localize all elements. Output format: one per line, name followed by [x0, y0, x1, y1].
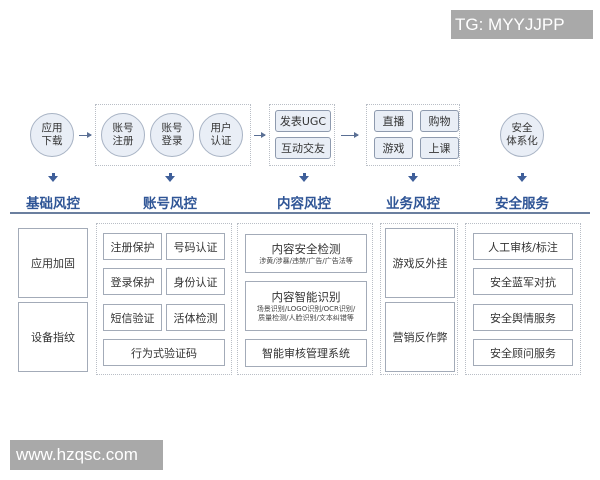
box-register-protection: 注册保护 — [103, 233, 162, 260]
box-game-anti-cheat: 游戏反外挂 — [385, 228, 455, 298]
flow-pill-post-ugc: 发表UGC — [275, 110, 331, 132]
flow-pill-interaction: 互动交友 — [275, 137, 331, 159]
node-line-2: 注册 — [112, 135, 134, 147]
box-identity-auth: 身份认证 — [166, 268, 225, 295]
node-line-1: 账号 — [112, 122, 134, 134]
node-line-2: 登录 — [161, 135, 183, 147]
section-divider — [10, 212, 590, 214]
category-business-risk: 业务风控 — [386, 196, 440, 212]
box-subtitle: 涉黄/涉暴/违禁/广告/广告法等 — [259, 256, 353, 265]
box-app-hardening: 应用加固 — [18, 228, 88, 298]
box-liveness-detect: 活体检测 — [166, 304, 225, 331]
flow-node-security-system: 安全体系化 — [500, 113, 544, 157]
node-line-1: 安全 — [511, 122, 533, 134]
box-content-smart-recognition: 内容智能识别 场景识别/LOGO识别/OCR识别/ 质量检测/人脸识别/文本纠错… — [245, 281, 367, 331]
box-content-safety-detect: 内容安全检测 涉黄/涉暴/违禁/广告/广告法等 — [245, 234, 367, 273]
box-sms-verify: 短信验证 — [103, 304, 162, 331]
box-security-consulting: 安全顾问服务 — [473, 339, 573, 366]
node-line-1: 应用 — [41, 122, 63, 134]
node-line-2: 下载 — [41, 135, 63, 147]
box-subtitle-line-2: 质量检测/人脸识别/文本纠错等 — [258, 314, 354, 322]
box-device-fingerprint: 设备指纹 — [18, 302, 88, 372]
box-blue-team: 安全蓝军对抗 — [473, 268, 573, 295]
box-title: 内容智能识别 — [271, 289, 341, 304]
node-line-2: 认证 — [210, 135, 232, 147]
category-security-service: 安全服务 — [495, 196, 549, 212]
arrow-right-icon — [254, 132, 266, 138]
flow-node-app-download: 应用下载 — [30, 113, 74, 157]
flow-pill-class: 上课 — [420, 137, 459, 159]
flow-node-user-auth: 用户认证 — [199, 113, 243, 157]
watermark-top-right: TG: MYYJJPP — [451, 10, 593, 39]
box-login-protection: 登录保护 — [103, 268, 162, 295]
box-smart-review-system: 智能审核管理系统 — [245, 339, 367, 367]
box-number-auth: 号码认证 — [166, 233, 225, 260]
arrow-down-icon — [165, 173, 175, 182]
flow-pill-shopping: 购物 — [420, 110, 459, 132]
node-line-2: 体系化 — [506, 135, 538, 147]
arrow-down-icon — [299, 173, 309, 182]
arrow-down-icon — [517, 173, 527, 182]
flow-pill-live: 直播 — [374, 110, 413, 132]
category-content-risk: 内容风控 — [277, 196, 331, 212]
arrow-down-icon — [408, 173, 418, 182]
box-title: 内容安全检测 — [271, 241, 341, 256]
arrow-down-icon — [48, 173, 58, 182]
node-line-1: 用户 — [210, 122, 232, 134]
flow-node-account-register: 账号注册 — [101, 113, 145, 157]
category-basic-risk: 基础风控 — [26, 196, 80, 212]
flow-pill-game: 游戏 — [374, 137, 413, 159]
flow-node-account-login: 账号登录 — [150, 113, 194, 157]
box-marketing-anti-fraud: 营销反作弊 — [385, 302, 455, 372]
arrow-right-icon — [79, 132, 92, 138]
node-line-1: 账号 — [161, 122, 183, 134]
arrow-right-icon — [341, 132, 359, 138]
category-account-risk: 账号风控 — [143, 196, 197, 212]
box-subtitle-line-1: 场景识别/LOGO识别/OCR识别/ — [256, 304, 356, 313]
watermark-bottom-left: www.hzqsc.com — [10, 440, 163, 470]
box-manual-review: 人工审核/标注 — [473, 233, 573, 260]
box-public-opinion: 安全舆情服务 — [473, 304, 573, 331]
box-behavior-captcha: 行为式验证码 — [103, 339, 225, 366]
